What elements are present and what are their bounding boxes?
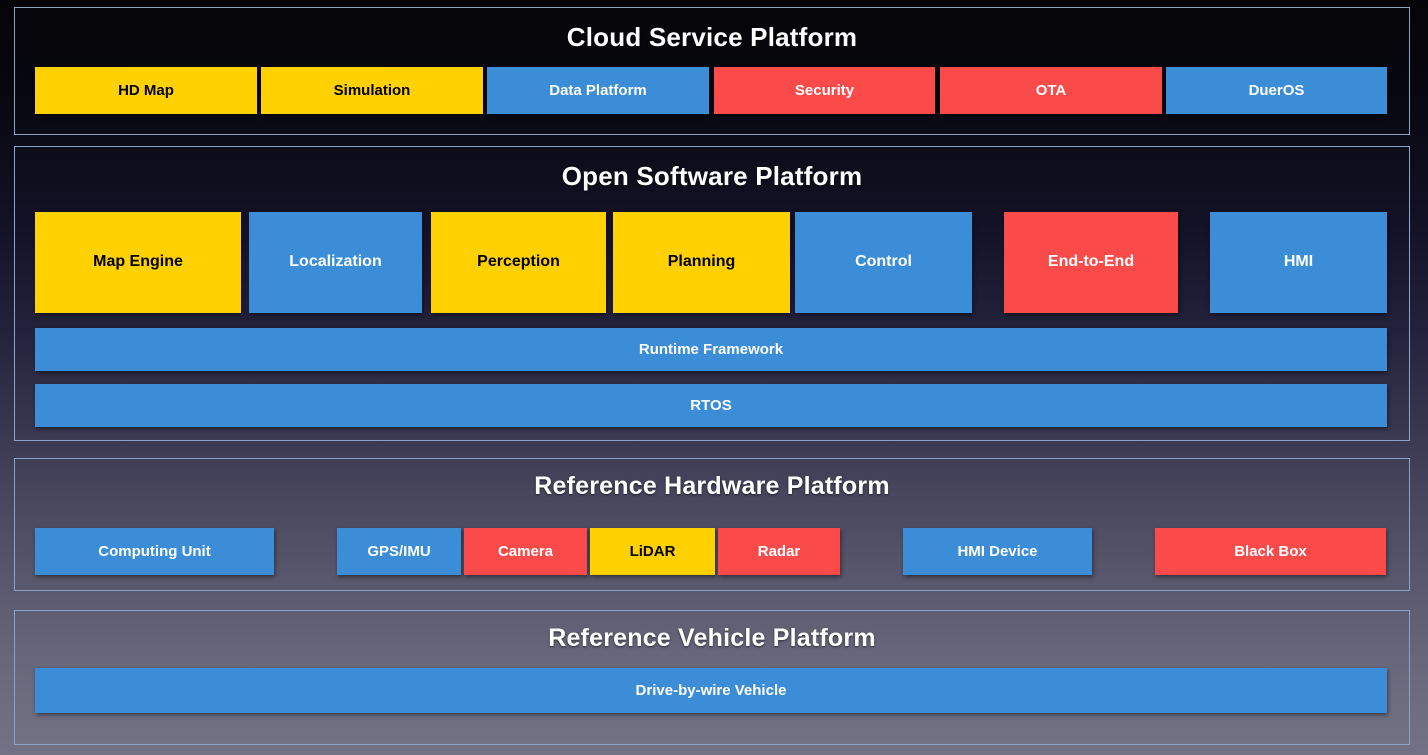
module-camera[interactable]: Camera xyxy=(464,528,587,575)
module-runtime-framework[interactable]: Runtime Framework xyxy=(35,328,1387,371)
module-dueros[interactable]: DuerOS xyxy=(1166,67,1387,114)
module-planning[interactable]: Planning xyxy=(613,212,790,313)
module-hmi-device[interactable]: HMI Device xyxy=(903,528,1092,575)
module-computing-unit[interactable]: Computing Unit xyxy=(35,528,274,575)
module-rtos[interactable]: RTOS xyxy=(35,384,1387,427)
panel-title-cloud: Cloud Service Platform xyxy=(566,22,858,52)
module-control[interactable]: Control xyxy=(795,212,972,313)
module-gps-imu[interactable]: GPS/IMU xyxy=(337,528,461,575)
module-ota[interactable]: OTA xyxy=(940,67,1162,114)
module-black-box[interactable]: Black Box xyxy=(1155,528,1386,575)
panel-reference-vehicle-platform: Reference Vehicle Platform xyxy=(14,610,1410,745)
panel-title-software: Open Software Platform xyxy=(561,161,863,191)
panel-cloud-service-platform: Cloud Service Platform xyxy=(14,7,1410,135)
module-localization[interactable]: Localization xyxy=(249,212,422,313)
module-radar[interactable]: Radar xyxy=(718,528,840,575)
module-hmi[interactable]: HMI xyxy=(1210,212,1387,313)
module-map-engine[interactable]: Map Engine xyxy=(35,212,241,313)
module-data-platform[interactable]: Data Platform xyxy=(487,67,709,114)
module-drive-by-wire-vehicle[interactable]: Drive-by-wire Vehicle xyxy=(35,668,1387,713)
module-simulation[interactable]: Simulation xyxy=(261,67,483,114)
panel-open-software-platform: Open Software Platform xyxy=(14,146,1410,441)
module-lidar[interactable]: LiDAR xyxy=(590,528,715,575)
module-perception[interactable]: Perception xyxy=(431,212,606,313)
panel-reference-hardware-platform: Reference Hardware Platform xyxy=(14,458,1410,591)
module-end-to-end[interactable]: End-to-End xyxy=(1004,212,1178,313)
panel-title-hardware: Reference Hardware Platform xyxy=(534,472,890,500)
module-security[interactable]: Security xyxy=(714,67,935,114)
module-hd-map[interactable]: HD Map xyxy=(35,67,257,114)
panel-title-vehicle: Reference Vehicle Platform xyxy=(548,624,876,652)
